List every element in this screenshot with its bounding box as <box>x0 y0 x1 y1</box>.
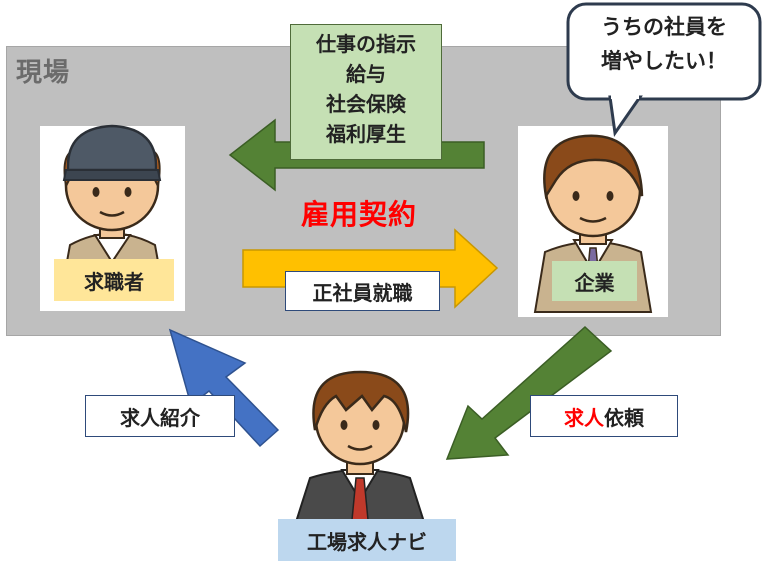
employment-arrow <box>242 228 499 309</box>
conditions-box: 仕事の指示 給与 社会保険 福利厚生 <box>290 24 442 160</box>
bubble-line: 増やしたい！ <box>601 49 727 73</box>
company-label: 企業 <box>552 261 637 301</box>
employment-contract-label: 雇用契約 <box>301 198 418 231</box>
request-label-rest: 依頼 <box>604 405 644 430</box>
bubble-line: うちの社員を <box>601 15 727 39</box>
condition-item: 仕事の指示 <box>316 32 416 56</box>
request-label: 求人依頼 <box>530 395 678 437</box>
referral-arrow <box>168 328 280 448</box>
condition-item: 給与 <box>346 62 386 86</box>
navi-label: 工場求人ナビ <box>278 519 456 561</box>
speech-bubble-icon <box>566 2 762 138</box>
job-seeker-label: 求職者 <box>54 259 174 301</box>
speech-bubble-text: うちの社員を 増やしたい！ <box>574 10 754 78</box>
request-label-red: 求人 <box>564 405 604 430</box>
navi-figure-icon <box>294 370 426 523</box>
regular-employment-label: 正社員就職 <box>285 271 440 311</box>
genba-label: 現場 <box>16 58 71 88</box>
condition-item: 社会保険 <box>326 92 406 116</box>
request-arrow <box>445 325 613 460</box>
referral-label: 求人紹介 <box>85 395 235 437</box>
condition-item: 福利厚生 <box>326 122 406 146</box>
